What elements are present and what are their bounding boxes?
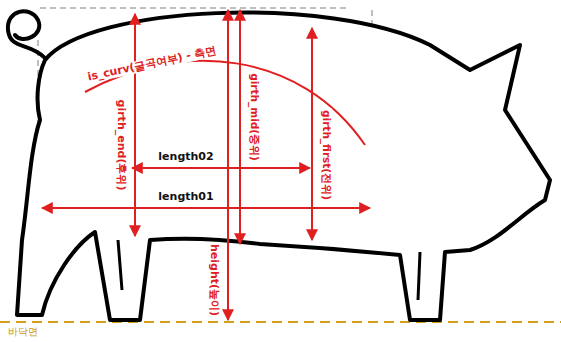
- dimension-line: [311, 28, 313, 240]
- measurement-label: height(높이): [208, 242, 220, 318]
- floor-line: [0, 321, 561, 323]
- leg-line: [118, 240, 122, 290]
- dimension-line: [42, 207, 370, 209]
- pig-outline: [17, 13, 550, 320]
- guide-line: [40, 7, 350, 9]
- dimension-line: [132, 167, 310, 169]
- measurement-label: length02: [156, 151, 215, 163]
- measurement-label: length01: [156, 191, 215, 203]
- dimension-line: [239, 10, 241, 244]
- measurement-label: girth_mid(중위): [248, 71, 260, 163]
- dimension-line: [134, 14, 136, 236]
- leg-line: [418, 252, 420, 300]
- measurement-label: girth_end(후위): [115, 98, 127, 193]
- measurement-label: girth_first(전위): [320, 108, 332, 202]
- pig-tail: [8, 11, 45, 58]
- measurement-label: 바닥면: [6, 326, 40, 337]
- dimension-line: [227, 10, 229, 320]
